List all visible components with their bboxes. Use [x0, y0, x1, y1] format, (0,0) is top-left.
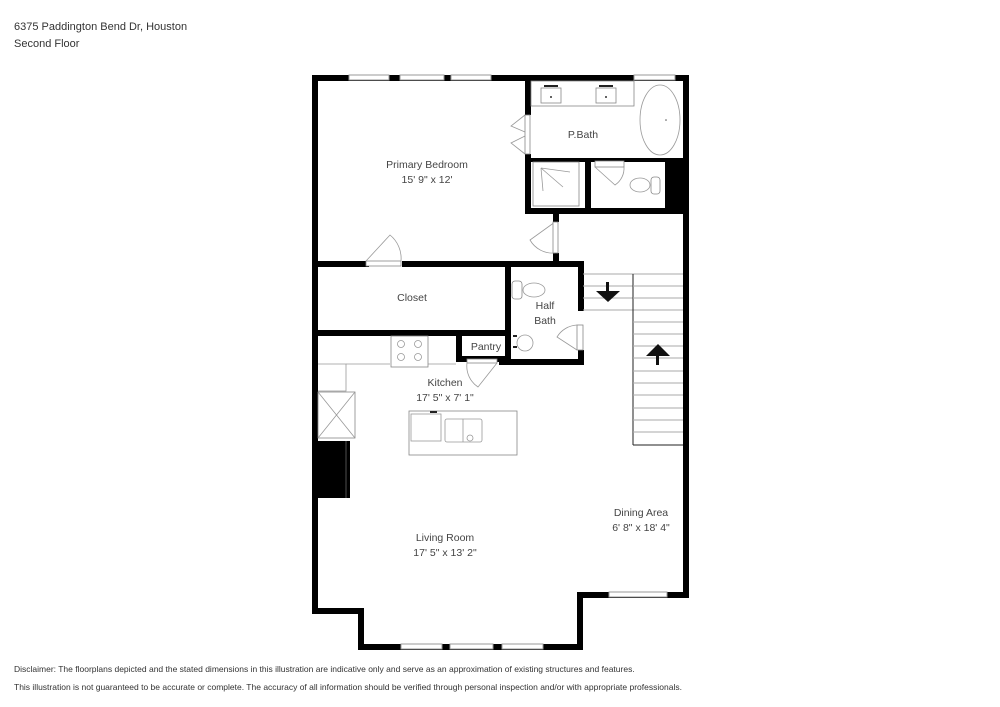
room-kitchen: Kitchen 17' 5" x 7' 1"	[390, 376, 500, 406]
floor-label: Second Floor	[14, 38, 80, 50]
disclaimer-line-1: Disclaimer: The floorplans depicted and …	[14, 664, 635, 674]
room-dimensions: 17' 5" x 13' 2"	[413, 547, 477, 559]
room-pantry: Pantry	[470, 341, 502, 353]
bath-walls	[525, 75, 689, 263]
room-dining-area: Dining Area 6' 8" x 18' 4"	[586, 506, 696, 536]
room-primary-bedroom: Primary Bedroom 15' 9" x 12'	[362, 158, 492, 188]
room-name: Living Room	[415, 532, 475, 544]
room-closet: Closet	[397, 292, 427, 304]
windows	[348, 74, 676, 650]
stairs	[583, 273, 683, 446]
room-p-bath: P.Bath	[567, 129, 599, 141]
room-name-line2: Bath	[534, 315, 556, 327]
room-dimensions: 17' 5" x 7' 1"	[416, 392, 474, 404]
room-name-line1: Half	[535, 300, 555, 312]
room-half-bath: Half Bath	[525, 299, 565, 329]
room-name: Primary Bedroom	[386, 159, 468, 171]
disclaimer-line-2: This illustration is not guaranteed to b…	[14, 682, 682, 692]
room-name: Kitchen	[427, 377, 463, 389]
address-label: 6375 Paddington Bend Dr, Houston	[14, 21, 188, 33]
stairs-up-arrow-icon	[646, 344, 670, 365]
room-dimensions: 6' 8" x 18' 4"	[612, 522, 670, 534]
room-dimensions: 15' 9" x 12'	[401, 174, 453, 186]
room-living-room: Living Room 17' 5" x 13' 2"	[390, 531, 500, 561]
stairs-down-arrow-icon	[596, 282, 620, 302]
room-name: Dining Area	[613, 507, 669, 519]
